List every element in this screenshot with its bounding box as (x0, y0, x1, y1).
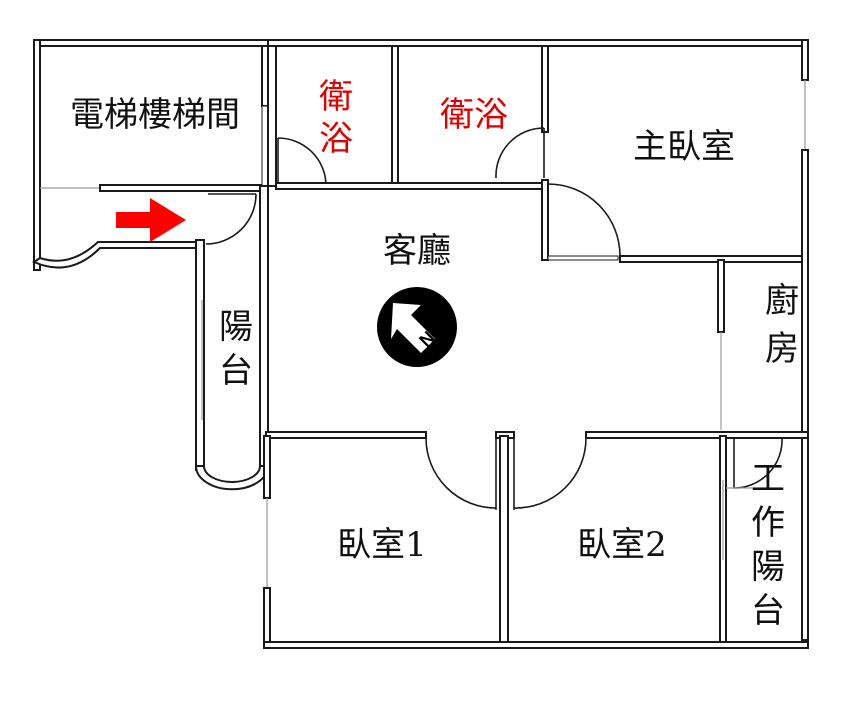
room-label-kitchen-bottom: 房 (765, 329, 799, 369)
room-label-work-balcony-4: 台 (751, 591, 785, 631)
room-label-kitchen-top: 廚 (765, 281, 799, 321)
room-label-work-balcony-3: 陽 (751, 547, 785, 587)
room-label-bath2: 衛浴 (440, 95, 508, 135)
doors (205, 127, 783, 510)
room-label-work-balcony-2: 作 (751, 503, 785, 543)
red-arrow-right-icon (116, 198, 186, 242)
room-label-balcony-top: 陽 (219, 307, 253, 347)
north-compass-icon: N (377, 287, 457, 367)
room-label-work-balcony-1: 工 (751, 459, 785, 499)
room-label-bedroom1: 臥室1 (337, 525, 427, 565)
room-label-balcony-bottom: 台 (219, 351, 253, 391)
room-label-master-bedroom: 主臥室 (633, 127, 735, 167)
room-label-bedroom2: 臥室2 (577, 525, 667, 565)
room-label-elevator-stair: 電梯樓梯間 (70, 95, 240, 135)
room-label-bath1-bottom: 浴 (319, 119, 353, 159)
walls (31, 39, 809, 649)
room-label-living-room: 客廳 (383, 231, 451, 271)
room-label-bath1-top: 衛 (319, 77, 353, 117)
